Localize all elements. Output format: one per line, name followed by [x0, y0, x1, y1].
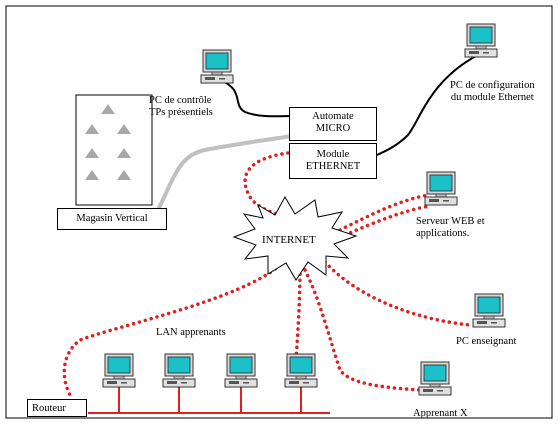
pc-controle-line1: PC de contrôle: [149, 95, 212, 106]
computer-icon: [284, 353, 318, 388]
serveur-label: Serveur WEB et applications.: [416, 216, 485, 240]
internet-burst: [232, 195, 358, 281]
cable-pc-configuration: [376, 54, 479, 156]
magasin-label: Magasin Vertical: [76, 213, 148, 224]
internet-label: INTERNET: [262, 234, 316, 246]
routeur-box: Routeur: [27, 399, 87, 417]
pc-controle-label: PC de contrôle TPs présentiels: [149, 95, 213, 119]
pc-configuration-line2: du module Ethernet: [450, 92, 534, 103]
storage-tower: [75, 94, 153, 206]
serveur-line2: applications.: [416, 228, 470, 239]
cable-pc-controle: [219, 79, 293, 118]
lan-bus: [88, 386, 330, 414]
pc-enseignant-label: PC enseignant: [456, 336, 517, 347]
pc-configuration-line1: PC de configuration: [450, 80, 535, 91]
apprenant-label: Apprenant X: [413, 408, 468, 419]
module-ethernet-box: Module ETHERNET: [289, 143, 377, 179]
outer-frame: [5, 5, 553, 419]
computer-icon: [424, 171, 458, 206]
grey-cable: [156, 134, 293, 211]
computer-icon: [200, 49, 234, 84]
computer-icon: [418, 361, 452, 396]
automate-line2: MICRO: [315, 123, 351, 134]
automate-box: Automate MICRO: [289, 107, 377, 141]
routeur-label: Routeur: [32, 403, 66, 414]
pc-configuration-label: PC de configuration du module Ethernet: [450, 80, 535, 104]
serveur-line1: Serveur WEB et: [416, 216, 485, 227]
computer-icon: [162, 353, 196, 388]
module-line2: ETHERNET: [305, 161, 361, 172]
automate-line1: Automate: [312, 111, 354, 122]
computer-icon: [472, 293, 506, 328]
computer-icon: [224, 353, 258, 388]
pc-controle-line2: TPs présentiels: [149, 107, 213, 118]
lan-label: LAN apprenants: [156, 327, 226, 338]
computer-icon: [464, 23, 498, 58]
module-line1: Module: [316, 149, 350, 160]
storage-triangle: [85, 104, 131, 180]
internet-links: [62, 151, 472, 397]
magasin-label-box: Magasin Vertical: [57, 208, 167, 230]
computer-icon: [102, 353, 136, 388]
